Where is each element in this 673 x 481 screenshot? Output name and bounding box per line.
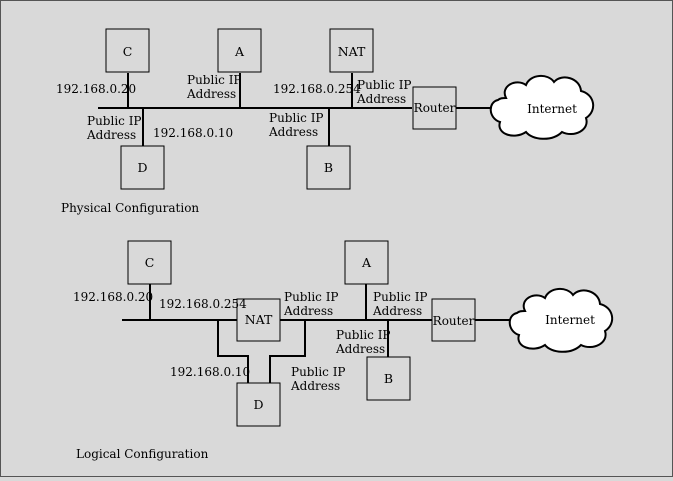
logical-node-b: [366, 356, 411, 401]
physical-router: [412, 86, 457, 130]
logical-internet-cloud: [508, 288, 614, 353]
physical-router-label: Router: [414, 101, 456, 115]
physical-node-c: [105, 28, 150, 73]
physical-node-b-label: B: [324, 160, 333, 175]
logical-ip-c: 192.168.0.20: [73, 290, 153, 304]
logical-pub-a-line2: Address: [372, 304, 422, 318]
logical-pub-nat-line2: Address: [283, 304, 333, 318]
logical-pub-b-line2: Address: [335, 342, 385, 356]
logical-node-a: [344, 240, 389, 285]
logical-node-a-label: A: [361, 255, 372, 270]
logical-pub-d-line2: Address: [290, 379, 340, 393]
logical-router: [431, 298, 476, 342]
logical-ip-d: 192.168.0.10: [170, 365, 250, 379]
logical-node-nat: [236, 298, 281, 342]
logical-pub-nat-line1: Public IP: [284, 290, 339, 304]
physical-ip-d: 192.168.0.10: [153, 126, 233, 140]
physical-node-d: [120, 145, 165, 190]
logical-configuration: C NAT A B D Router Internet 192.168.0.20…: [73, 240, 614, 461]
logical-internet-label: Internet: [545, 313, 595, 327]
logical-caption: Logical Configuration: [76, 447, 209, 461]
logical-node-nat-label: NAT: [245, 312, 273, 327]
physical-pub-d-line2: Address: [86, 128, 136, 142]
logical-router-label: Router: [433, 314, 475, 328]
physical-node-b: [306, 145, 351, 190]
physical-pub-nat-line1: Public IP: [357, 78, 412, 92]
logical-pub-d-line1: Public IP: [291, 365, 346, 379]
physical-node-d-label: D: [137, 160, 147, 175]
physical-ip-nat: 192.168.0.254: [273, 82, 361, 96]
logical-pub-b-line1: Public IP: [336, 328, 391, 342]
physical-node-c-label: C: [123, 44, 133, 59]
logical-ip-nat: 192.168.0.254: [159, 297, 247, 311]
logical-node-b-label: B: [384, 371, 393, 386]
physical-node-nat-label: NAT: [338, 44, 366, 59]
physical-pub-nat-line2: Address: [356, 92, 406, 106]
logical-link-d-public: [269, 320, 306, 384]
logical-pub-a-line1: Public IP: [373, 290, 428, 304]
logical-link-d-private: [217, 320, 249, 384]
logical-node-d-label: D: [253, 397, 263, 412]
physical-pub-b-line2: Address: [268, 125, 318, 139]
physical-pub-d-line1: Public IP: [87, 114, 142, 128]
physical-configuration: C A NAT D B Router Internet 192.168.0.20…: [56, 28, 595, 215]
physical-node-nat: [329, 28, 374, 73]
physical-internet-label: Internet: [527, 102, 577, 116]
physical-ip-c: 192.168.0.20: [56, 82, 136, 96]
physical-node-a: [217, 28, 262, 73]
logical-node-c-label: C: [145, 255, 155, 270]
physical-node-a-label: A: [234, 44, 245, 59]
physical-pub-a-line2: Address: [186, 87, 236, 101]
logical-node-d: [236, 382, 281, 427]
physical-pub-a-line1: Public IP: [187, 73, 242, 87]
physical-internet-cloud: [489, 75, 595, 140]
physical-pub-b-line1: Public IP: [269, 111, 324, 125]
physical-caption: Physical Configuration: [61, 201, 199, 215]
logical-node-c: [127, 240, 172, 285]
